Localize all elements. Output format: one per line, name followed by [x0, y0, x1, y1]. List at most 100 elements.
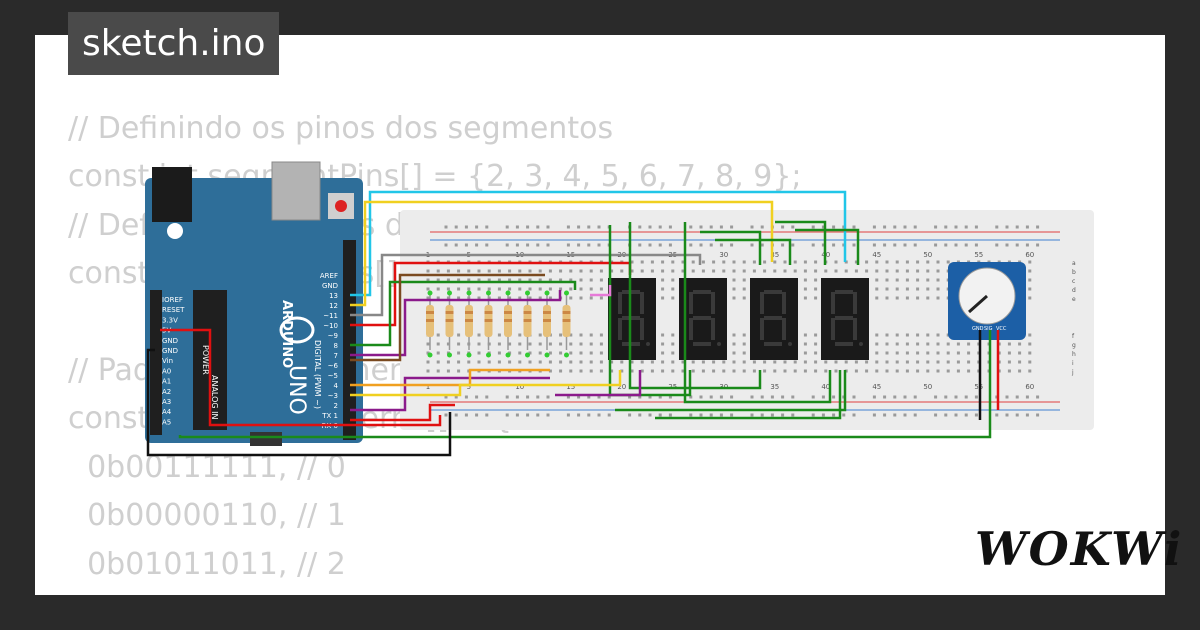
breadboard-hole	[528, 287, 532, 291]
rail-hole	[770, 395, 774, 399]
breadboard-hole	[956, 369, 960, 373]
breadboard-hole	[936, 260, 940, 264]
rail-hole	[526, 225, 530, 229]
breadboard-hole	[579, 333, 583, 337]
breadboard-hole	[508, 360, 512, 364]
rail-hole	[475, 225, 479, 229]
power-pin-label: A2	[162, 388, 171, 396]
breadboard-hole	[579, 351, 583, 355]
display-segment	[618, 292, 622, 314]
rail-hole	[944, 413, 948, 417]
breadboard-hole	[905, 342, 909, 346]
breadboard-hole	[936, 351, 940, 355]
row-letter: i	[1072, 360, 1074, 367]
rail-hole	[852, 243, 856, 247]
breadboard-hole	[1028, 342, 1032, 346]
pin-marker	[427, 352, 433, 358]
breadboard-hole	[946, 351, 950, 355]
wire-orange	[350, 368, 550, 387]
breadboard-hole	[650, 260, 654, 264]
pot-pin-vcc: VCC	[996, 326, 1007, 332]
breadboard-hole	[569, 342, 573, 346]
column-number: 40	[821, 383, 830, 391]
breadboard-hole	[661, 260, 665, 264]
breadboard-hole	[926, 369, 930, 373]
rail-hole	[811, 243, 815, 247]
breadboard-hole	[446, 360, 450, 364]
rail-hole	[577, 225, 581, 229]
breadboard-hole	[732, 351, 736, 355]
breadboard-hole	[875, 296, 879, 300]
seven-segment-display	[821, 278, 869, 360]
breadboard-hole	[426, 351, 430, 355]
breadboard-hole	[599, 351, 603, 355]
rail-hole	[964, 225, 968, 229]
file-tab[interactable]: sketch.ino	[68, 12, 280, 75]
resistor-band	[465, 311, 473, 314]
breadboard-hole	[814, 333, 818, 337]
breadboard-hole	[1028, 260, 1032, 264]
rail-hole	[1015, 243, 1019, 247]
breadboard-hole	[783, 369, 787, 373]
breadboard-hole	[467, 287, 471, 291]
breadboard-hole	[579, 360, 583, 364]
breadboard-hole	[834, 260, 838, 264]
rail-hole	[607, 413, 611, 417]
rail-hole	[1025, 225, 1029, 229]
rail-hole	[648, 395, 652, 399]
breadboard-hole	[691, 360, 695, 364]
digital-pin-label: 7	[334, 352, 338, 360]
rail-hole	[760, 225, 764, 229]
rail-hole	[964, 413, 968, 417]
breadboard-hole	[732, 269, 736, 273]
breadboard-hole	[569, 351, 573, 355]
breadboard-hole	[599, 369, 603, 373]
pin-marker	[564, 352, 569, 358]
breadboard-hole	[916, 351, 920, 355]
breadboard-hole	[477, 269, 481, 273]
rail-hole	[1005, 413, 1009, 417]
breadboard-hole	[834, 360, 838, 364]
breadboard-hole	[803, 260, 807, 264]
breadboard-hole	[559, 269, 563, 273]
rail-hole	[974, 243, 978, 247]
breadboard-hole	[752, 369, 756, 373]
rail-hole	[872, 243, 876, 247]
seven-segment-display	[679, 278, 727, 360]
rail-hole	[709, 413, 713, 417]
pin-marker	[525, 290, 530, 296]
potentiometer[interactable]: GND SIG VCC	[948, 262, 1026, 340]
pin-marker	[466, 290, 472, 296]
breadboard-hole	[518, 360, 522, 364]
breadboard-hole	[926, 278, 930, 282]
analog-label: ANALOG IN	[210, 375, 219, 420]
rail-hole	[821, 395, 825, 399]
rail-hole	[668, 413, 672, 417]
rail-hole	[709, 225, 713, 229]
breadboard-hole	[916, 333, 920, 337]
rail-hole	[689, 243, 693, 247]
breadboard-hole	[681, 369, 685, 373]
breadboard-hole	[518, 287, 522, 291]
breadboard-hole	[885, 333, 889, 337]
breadboard-hole	[895, 278, 899, 282]
breadboard-hole	[559, 278, 563, 282]
breadboard-hole	[661, 369, 665, 373]
column-number: 35	[770, 383, 779, 391]
breadboard-hole	[426, 369, 430, 373]
breadboard-hole	[457, 360, 461, 364]
breadboard-hole	[803, 296, 807, 300]
breadboard-hole	[1018, 342, 1022, 346]
breadboard-hole	[640, 369, 644, 373]
rail-hole	[1015, 225, 1019, 229]
reset-button-cap[interactable]	[335, 200, 347, 212]
rail-hole	[750, 395, 754, 399]
breadboard-hole	[569, 278, 573, 282]
rail-hole	[903, 413, 907, 417]
breadboard-hole	[926, 287, 930, 291]
breadboard-hole	[905, 296, 909, 300]
breadboard-hole	[722, 269, 726, 273]
breadboard-hole	[773, 260, 777, 264]
breadboard-hole	[579, 296, 583, 300]
breadboard-hole	[712, 260, 716, 264]
